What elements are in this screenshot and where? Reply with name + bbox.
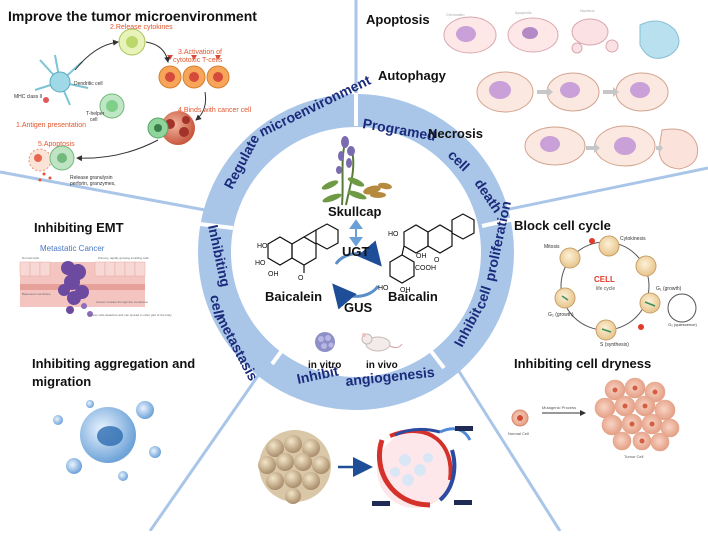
panel-title-dryness: Inhibiting cell dryness	[514, 356, 652, 371]
enzyme-ugt-label: UGT	[342, 244, 370, 259]
in-vitro-label: in vitro	[308, 360, 342, 371]
baicalein-groups: HO HO OH O	[255, 243, 304, 282]
emt-metastatic-label: Metastatic Cancer	[40, 244, 105, 253]
ring-label-cell-right: cell	[472, 284, 494, 311]
baicalein-structure	[267, 223, 339, 273]
panel-title-cell-cycle: Block cell cycle	[514, 218, 611, 233]
svg-text:OH: OH	[400, 287, 411, 294]
ring-separator	[199, 222, 234, 230]
in-vitro-icon	[315, 332, 335, 352]
cycle-cell-label: CELL	[594, 275, 615, 284]
micro-thelper-label-2: cell	[90, 117, 98, 123]
emt-invasion-label: Primary, rapidly growing invading cells	[98, 256, 149, 260]
panel-title-microenvironment: Improve the tumor microenvironment	[8, 8, 257, 24]
cycle-life-label: life cycle	[596, 286, 616, 292]
skullcap-plant	[321, 136, 367, 206]
panel-title-necrosis: Necrosis	[428, 126, 483, 141]
svg-text:HO: HO	[378, 285, 389, 292]
necrosis-diagram	[524, 125, 699, 170]
central-ring	[198, 93, 515, 410]
spoke-right	[504, 166, 708, 212]
tumor-spheroid	[258, 430, 331, 504]
micro-step-release: 2.Release cytokines	[110, 24, 173, 31]
svg-text:COOH: COOH	[415, 265, 436, 272]
cycle-g2-label: G₂ (growth)	[548, 312, 574, 318]
cytotoxic-t-cells	[158, 65, 230, 89]
in-vivo-label: in vivo	[366, 360, 398, 371]
panel-title-apoptosis: Apoptosis	[366, 12, 430, 27]
micro-release-label-2: perforin, granzymes,	[70, 181, 116, 187]
dryness-diagram	[511, 377, 680, 452]
svg-text:Nucleus: Nucleus	[580, 8, 594, 13]
dryness-normal-label: Normal Cell	[508, 431, 529, 436]
enzyme-gus-label: GUS	[344, 300, 373, 315]
micro-thelper-label-1: T-helper	[86, 111, 105, 117]
micro-pathway	[28, 28, 230, 182]
micro-step-binds: 4.Binds with cancer cell	[178, 107, 252, 114]
cycle-g1-label: G₁ (growth)	[656, 286, 682, 292]
ring-separator	[422, 340, 446, 370]
emt-normal-label: Normal Cells	[22, 256, 40, 260]
center-herb-label: Skullcap	[328, 204, 382, 219]
baicalein-label: Baicalein	[265, 289, 323, 304]
panel-title-aggregation-1: Inhibiting aggregation and	[32, 356, 196, 371]
micro-step-activation-1: 3.Activation of	[178, 49, 222, 56]
dryness-process-label: Mutagenic Process	[542, 405, 577, 410]
cycle-s-label: S (synthesis)	[600, 342, 629, 348]
in-vivo-mouse-icon	[361, 333, 403, 352]
skullcap-roots	[363, 182, 392, 198]
svg-text:O: O	[434, 257, 440, 264]
baicalin-label: Baicalin	[388, 289, 438, 304]
svg-text:OH: OH	[416, 253, 427, 260]
spoke-bottom-right	[453, 364, 562, 532]
baicalin-groups: HO OH O COOH HO OH	[378, 231, 440, 294]
dryness-tumor-label: Tumor Cell	[624, 454, 644, 459]
svg-text:HO: HO	[257, 243, 268, 250]
aggregation-cells	[53, 400, 161, 481]
apoptosis-diagram: Chromatin Apoptotic Nucleus	[443, 8, 680, 59]
svg-text:Chromatin: Chromatin	[446, 12, 464, 17]
micro-release-label-1: Release granulysin	[70, 175, 113, 181]
micro-mhc-label: MHC class II	[14, 94, 43, 100]
micro-step-apoptosis: 5.Apoptosis	[38, 141, 75, 148]
micro-dendritic-label: Dendritic cell	[74, 81, 103, 87]
spoke-left	[0, 170, 206, 212]
emt-diagram	[19, 261, 146, 317]
conversion-arrows	[332, 240, 382, 310]
ring-separator	[270, 339, 291, 366]
panel-title-autophagy: Autophagy	[378, 68, 446, 83]
angiogenesis-vessels	[372, 426, 473, 508]
svg-text:HO: HO	[388, 231, 399, 238]
micro-step-antigen: 1.Antigen presentation	[16, 122, 87, 129]
emt-breaks-label: Cancer invades through the membrane	[96, 300, 149, 304]
svg-text:Apoptotic: Apoptotic	[515, 10, 532, 15]
cycle-mitosis-label: Mitosis	[544, 244, 560, 250]
cycle-cytokinesis-label: Cytokinesis	[620, 236, 646, 242]
panel-title-emt: Inhibiting EMT	[34, 220, 124, 235]
spoke-bottom-left	[148, 369, 264, 532]
ring-inner	[231, 127, 481, 377]
ring-separator	[481, 217, 515, 228]
ring-label-cell-left: cell	[207, 293, 228, 319]
baicalin-structure	[389, 213, 475, 284]
dendritic-cell-body	[49, 71, 71, 93]
svg-text:O: O	[298, 275, 304, 282]
svg-text:OH: OH	[268, 271, 279, 278]
cell-cycle-diagram	[554, 235, 697, 341]
micro-step-activation-2: cytotoxic T-cells	[173, 57, 223, 64]
autophagy-diagram	[476, 71, 669, 113]
panel-title-aggregation-2: migration	[32, 374, 92, 389]
svg-text:HO: HO	[255, 260, 266, 267]
emt-vessels-label: Cancer cells detaches and can spread to …	[88, 313, 172, 317]
cycle-g0-label: G₀ (quiescence)	[668, 322, 697, 327]
emt-basement-label: Basement membrane	[22, 292, 51, 296]
